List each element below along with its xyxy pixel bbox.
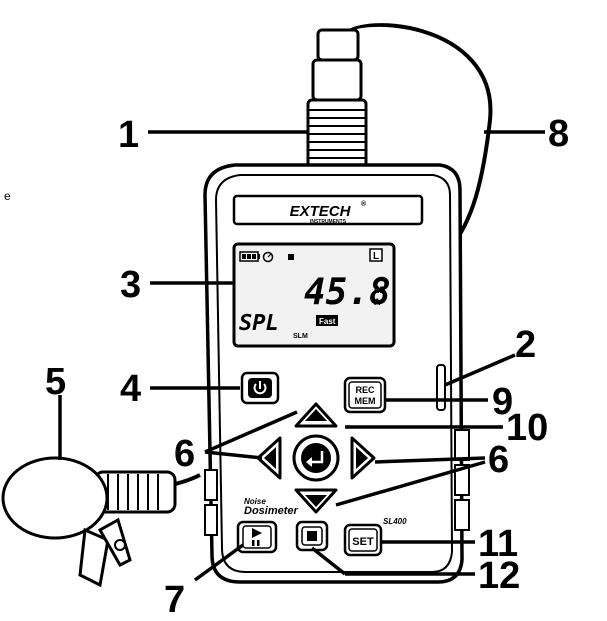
callout-11: 11	[478, 523, 518, 565]
stop-button	[295, 520, 329, 552]
power-icon	[253, 381, 267, 395]
arrow-right-button	[350, 436, 376, 480]
callout-8: 8	[548, 113, 569, 155]
power-button	[240, 371, 280, 405]
callout-10: 10	[506, 407, 548, 449]
svg-text:MEM: MEM	[355, 396, 376, 406]
display-reading: 45.8	[304, 272, 391, 313]
set-button: SET	[343, 523, 383, 557]
display-unit-db: dB	[374, 285, 386, 295]
brand-logo: EXTECH ® INSTRUMENTS	[232, 194, 424, 226]
play-pause-button	[236, 520, 278, 554]
navigation-pad	[256, 402, 376, 514]
play-pause-icon	[252, 528, 262, 546]
enter-icon	[306, 451, 324, 467]
svg-text:®: ®	[361, 200, 367, 208]
model-label: SL400	[383, 517, 407, 526]
display-unit-a: A	[374, 297, 381, 307]
recording-indicator	[288, 254, 294, 260]
arrow-down-button	[294, 488, 338, 514]
lcd-display: L 45.8 dB A SPL SLM Fast	[232, 242, 396, 348]
side-power-switch	[436, 364, 446, 411]
microphone-cable	[338, 23, 493, 262]
svg-text:INSTRUMENTS: INSTRUMENTS	[310, 219, 347, 225]
callout-6-left: 6	[174, 433, 195, 475]
lapel-microphone	[1, 456, 201, 588]
display-mode-small: SLM	[293, 333, 308, 340]
enter-button	[292, 434, 340, 482]
callout-9: 9	[492, 381, 513, 423]
stop-icon	[307, 531, 317, 541]
arrow-left-button	[256, 436, 282, 480]
display-indicator: Fast	[319, 317, 336, 326]
timer-icon	[262, 251, 274, 263]
svg-text:REC: REC	[355, 385, 375, 395]
callout-5: 5	[45, 361, 66, 403]
corner-badge: L	[373, 251, 379, 262]
battery-icon	[239, 251, 260, 262]
callout-2: 2	[515, 324, 536, 366]
leader-lines	[58, 130, 545, 582]
callout-12: 12	[478, 555, 520, 597]
display-mode: SPL	[239, 311, 279, 336]
callout-3: 3	[120, 264, 141, 306]
rec-mem-button: REC MEM	[343, 376, 387, 414]
dosimeter-label: Dosimeter	[244, 505, 299, 517]
callout-4: 4	[120, 368, 141, 410]
callout-1: 1	[118, 114, 139, 156]
microphone-connector	[306, 28, 368, 172]
svg-text:SET: SET	[352, 536, 374, 548]
callout-7: 7	[164, 579, 185, 621]
arrow-up-button	[294, 402, 338, 428]
svg-text:EXTECH: EXTECH	[290, 203, 352, 220]
noise-label: Noise	[244, 497, 266, 506]
callout-6-right: 6	[488, 439, 509, 481]
edge-text: e	[4, 189, 11, 203]
